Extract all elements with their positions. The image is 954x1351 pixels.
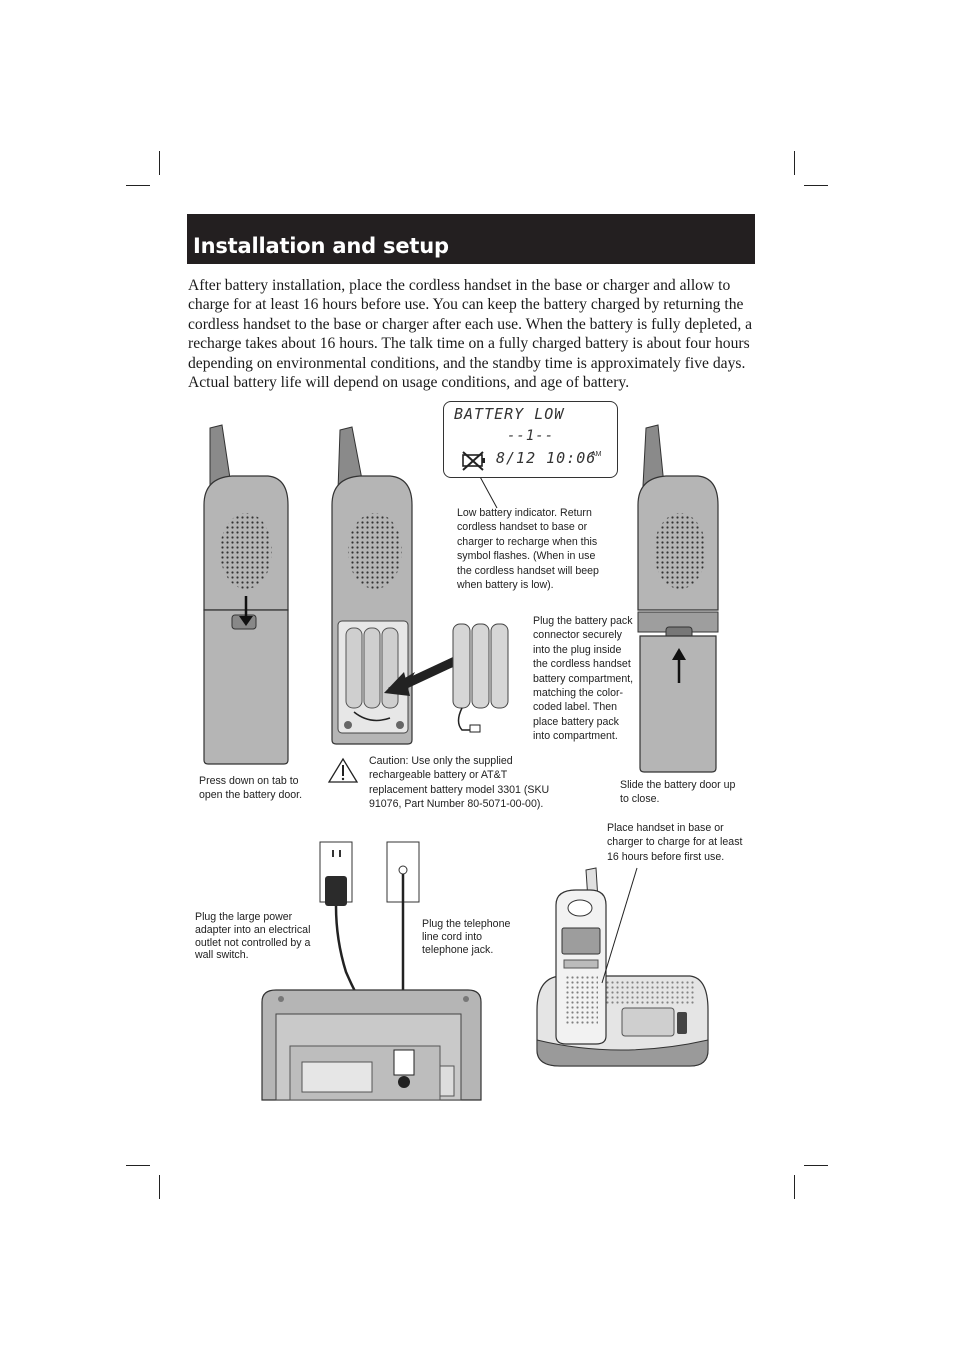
phone-in-base (536, 867, 709, 1067)
handset-battery-compartment (331, 426, 413, 745)
crop-mark (794, 151, 795, 175)
caution-icon (327, 757, 359, 783)
caption-caution: Caution: Use only the supplied rechargea… (369, 755, 550, 811)
section-header: Installation and setup (187, 214, 755, 264)
lcd-line1: BATTERY LOW (454, 405, 565, 423)
section-title: Installation and setup (193, 234, 449, 258)
caption-place-handset: Place handset in base or charger to char… (607, 822, 743, 863)
caption-telephone-line: Plug the telephone line cord into teleph… (422, 918, 511, 956)
intro-paragraph: After battery installation, place the co… (188, 277, 753, 392)
low-battery-icon (462, 451, 485, 471)
lcd-ampm: AM (591, 451, 602, 458)
crop-mark (126, 185, 150, 186)
handset-open-door (203, 424, 289, 765)
handset-closed-door (637, 424, 719, 773)
crop-mark (794, 1175, 795, 1199)
caption-low-battery: Low battery indicator. Return cordless h… (457, 507, 599, 592)
caption-plug-pack: Plug the battery pack connector securely… (533, 615, 634, 743)
crop-mark (159, 151, 160, 175)
crop-mark (804, 185, 828, 186)
caption-press-tab: Press down on tab to open the battery do… (199, 775, 303, 802)
phone-jack (386, 841, 420, 1070)
caption-power-adapter: Plug the large power adapter into an ele… (195, 911, 311, 962)
lcd-line3: 8/12 10:06 (496, 449, 597, 467)
crop-mark (804, 1165, 828, 1166)
battery-pack (452, 623, 509, 733)
crop-mark (126, 1165, 150, 1166)
caption-slide-door: Slide the battery door up to close. (620, 779, 736, 806)
crop-mark (159, 1175, 160, 1199)
lcd-line2: --1-- (507, 428, 555, 444)
base-underside (261, 989, 482, 1101)
lcd-display: BATTERY LOW --1-- 8/12 10:06 AM (443, 401, 618, 478)
